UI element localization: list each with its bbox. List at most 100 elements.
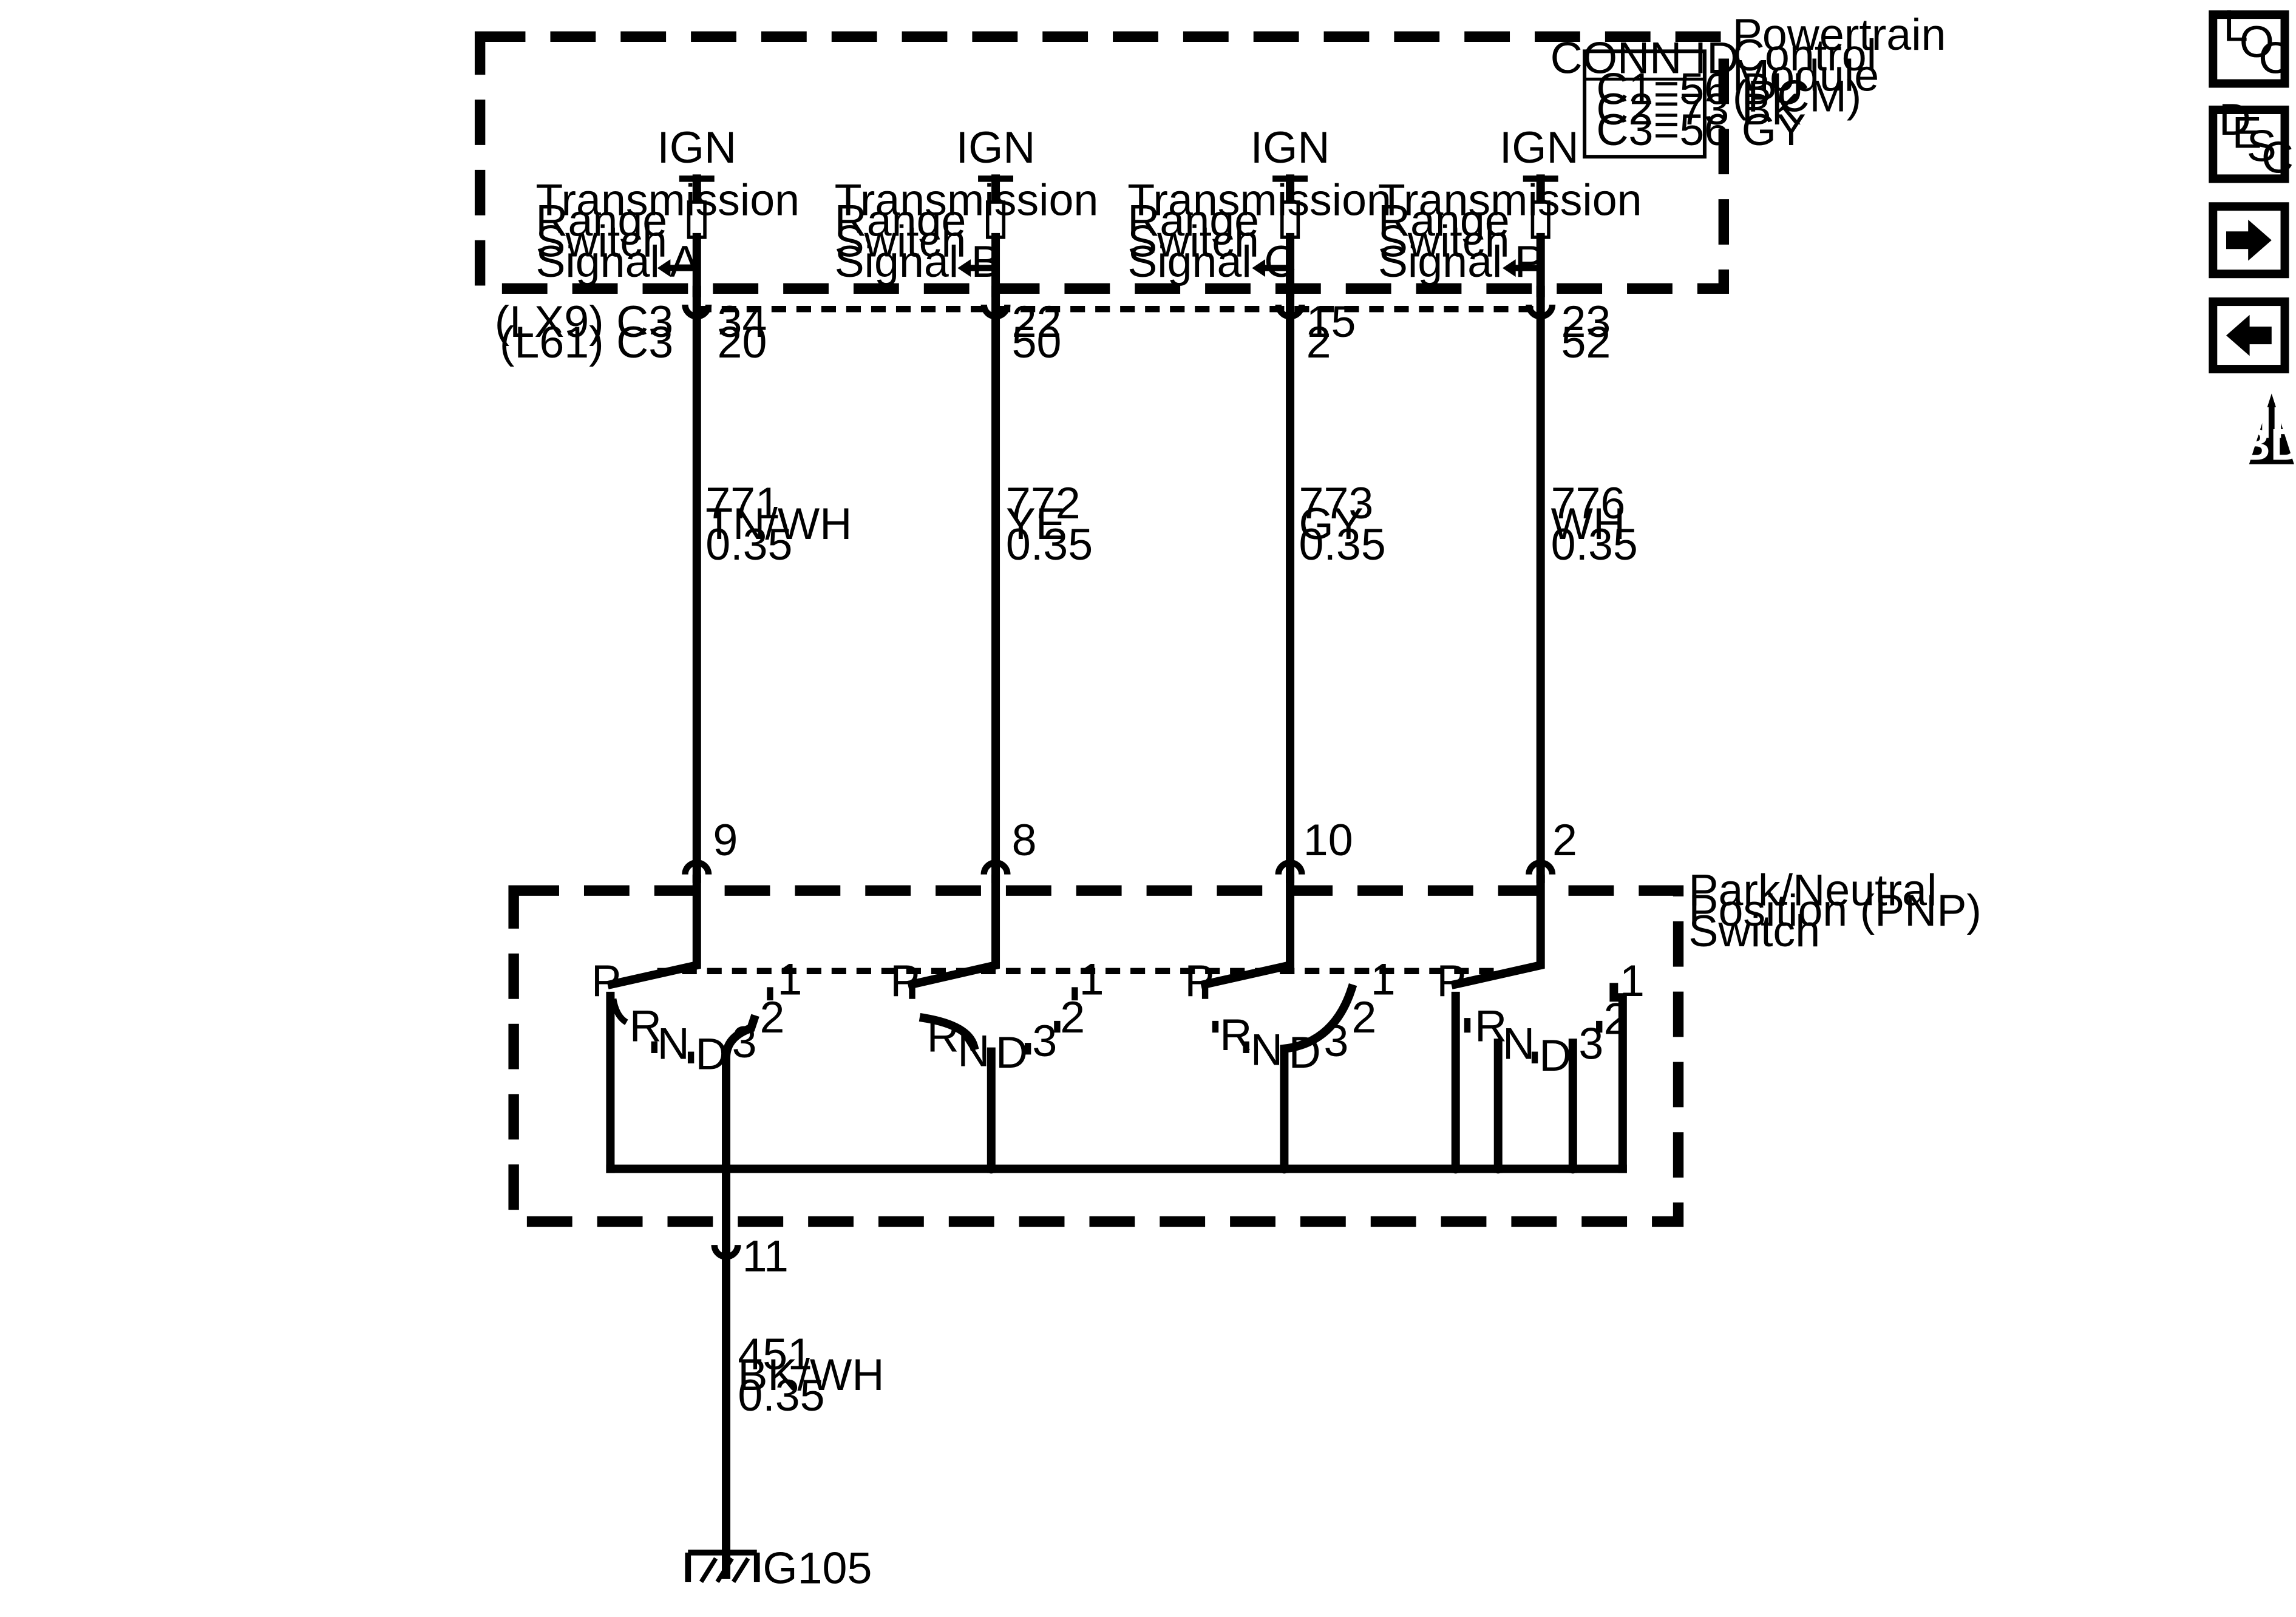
contact-label: 3 bbox=[1032, 1015, 1057, 1066]
pullup-resistor bbox=[1530, 200, 1550, 239]
signal-label-line: Transmission bbox=[1127, 175, 1391, 225]
connector-terminal-icon bbox=[682, 859, 712, 875]
switch-p-contacts: P R N D 3 2 1 bbox=[1436, 955, 1645, 1173]
pcm-name-line: (PCM) bbox=[1733, 70, 1862, 121]
connector-row-label: (LX9) C3 bbox=[495, 296, 673, 347]
obd-ii-label: OBD II bbox=[2203, 419, 2296, 470]
next-page-button[interactable] bbox=[2209, 202, 2289, 279]
pnp-pin: 10 bbox=[1303, 815, 1353, 865]
ign-label: IGN bbox=[1251, 122, 1330, 172]
connector-terminal-icon bbox=[1526, 859, 1556, 875]
wire-label: YE bbox=[1006, 498, 1065, 549]
pcm-pin: 23 bbox=[1561, 296, 1611, 347]
signal-label-line: Signal P bbox=[1378, 236, 1544, 286]
left-arrow-icon bbox=[2226, 314, 2272, 356]
contact-label: D bbox=[695, 1029, 727, 1079]
obd-ii-button[interactable]: II OBD II bbox=[2203, 393, 2296, 470]
connector-terminal-icon bbox=[711, 1244, 741, 1260]
ground-symbol-icon bbox=[685, 1550, 760, 1584]
pcm-module: Powertrain Control Module (PCM) CONN ID … bbox=[474, 9, 1946, 883]
loc-letter: L bbox=[2223, 1, 2248, 51]
signal-label-line: Transmission bbox=[1378, 175, 1642, 225]
signal-label-line: Range bbox=[1127, 195, 1259, 246]
contact-label: P bbox=[1184, 955, 1214, 1006]
pnp-pin: 8 bbox=[1012, 815, 1037, 865]
loc-letter: C bbox=[2258, 33, 2291, 83]
signal-label-line: Transmission bbox=[835, 175, 1099, 225]
contact-label: N bbox=[1503, 1019, 1535, 1069]
contact-label: 2 bbox=[1351, 992, 1376, 1042]
signal-label-line: Range bbox=[1378, 195, 1510, 246]
pnp-pin: 2 bbox=[1552, 815, 1577, 865]
pcm-name-line: Module bbox=[1733, 50, 1879, 101]
contact-label: 2 bbox=[1060, 992, 1085, 1042]
circuit-signal-a: IGN Transmission Range Switch Signal A 3… bbox=[535, 122, 852, 883]
conn-id-table: CONN ID C1=56 BU C2=73 BK C3=56 GY bbox=[1550, 33, 1806, 159]
wire-label: 776 bbox=[1551, 478, 1626, 528]
contact-label: N bbox=[657, 1019, 690, 1069]
signal-label-line: Range bbox=[535, 195, 667, 246]
pcm-pin: 50 bbox=[1012, 317, 1062, 367]
contact-label: 1 bbox=[778, 954, 803, 1004]
switch-lever-b bbox=[907, 874, 1000, 989]
pcm-pin: 52 bbox=[1561, 317, 1611, 367]
ground-pin: 11 bbox=[742, 1231, 789, 1281]
pcm-name-line: Control bbox=[1733, 30, 1877, 80]
pnp-name-line: Switch bbox=[1688, 906, 1820, 956]
desc-letter: E bbox=[2232, 107, 2262, 158]
signal-label-line: Signal B bbox=[835, 236, 1001, 286]
wire-label: 771 bbox=[705, 478, 780, 528]
wire-label: TN/WH bbox=[705, 498, 852, 549]
conn-id-entry: C1=56 BU bbox=[1596, 63, 1804, 114]
contact-label: D bbox=[1539, 1030, 1571, 1080]
wire-label: WH bbox=[1551, 498, 1626, 549]
pcm-pin: 34 bbox=[718, 296, 767, 347]
switch-a-contacts: P R N D 3 2 1 bbox=[591, 954, 803, 1173]
pcm-pin: 2 bbox=[1306, 317, 1331, 367]
wire-label: GY bbox=[1299, 498, 1364, 549]
signal-label-line: Switch bbox=[1378, 215, 1510, 266]
contact-label: D bbox=[996, 1027, 1028, 1077]
switch-lever-p bbox=[1450, 874, 1545, 989]
wire-label: 773 bbox=[1299, 478, 1374, 528]
wire-label: 772 bbox=[1006, 478, 1081, 528]
contact-label: 1 bbox=[1620, 955, 1645, 1006]
contact-label: R bbox=[1475, 1001, 1507, 1051]
wire-label: 0.35 bbox=[1006, 519, 1093, 569]
connector-terminal-icon bbox=[1275, 859, 1305, 875]
signal-label-line: Range bbox=[835, 195, 966, 246]
previous-page-button[interactable] bbox=[2209, 297, 2289, 374]
contact-label: 2 bbox=[760, 992, 785, 1042]
conn-id-title: CONN ID bbox=[1550, 33, 1739, 83]
desc-letter: D bbox=[2219, 94, 2251, 144]
circuit-signal-c: IGN Transmission Range Switch Signal C 1… bbox=[1127, 122, 1391, 883]
pcm-pin: 15 bbox=[1306, 296, 1356, 347]
desc-letter: S bbox=[2247, 120, 2277, 171]
pcm-boundary bbox=[474, 31, 1730, 294]
signal-arrow-icon bbox=[1252, 259, 1266, 277]
pnp-boundary bbox=[508, 885, 1684, 1227]
desc-button[interactable]: D E S C bbox=[2209, 94, 2294, 183]
ground-wire-label: 0.35 bbox=[738, 1370, 824, 1420]
contact-label: 1 bbox=[1371, 954, 1396, 1004]
pnp-pin: 9 bbox=[713, 815, 738, 865]
contact-label: N bbox=[957, 1026, 990, 1076]
contact-label: 3 bbox=[1578, 1019, 1603, 1069]
right-arrow-icon bbox=[2226, 219, 2272, 261]
contact-label: D bbox=[1289, 1027, 1321, 1077]
pcm-pin: 20 bbox=[718, 317, 767, 367]
contact-label: R bbox=[1220, 1009, 1252, 1060]
switch-b-contacts: P R N D 3 2 1 bbox=[890, 954, 1104, 1173]
contact-label: 3 bbox=[1324, 1015, 1349, 1066]
pnp-name-line: Park/Neutral bbox=[1688, 864, 1937, 915]
contact-label: P bbox=[591, 955, 621, 1006]
signal-label-line: Signal C bbox=[1127, 236, 1296, 286]
obd-ii-warning-icon bbox=[2249, 393, 2294, 464]
conn-id-entry: C2=73 BK bbox=[1596, 84, 1801, 134]
loc-button[interactable]: L O C bbox=[2209, 1, 2291, 88]
signal-label-line: Switch bbox=[535, 215, 667, 266]
signal-label-line: Transmission bbox=[535, 175, 800, 225]
ign-label: IGN bbox=[1500, 122, 1579, 172]
contact-label: 1 bbox=[1079, 954, 1104, 1004]
